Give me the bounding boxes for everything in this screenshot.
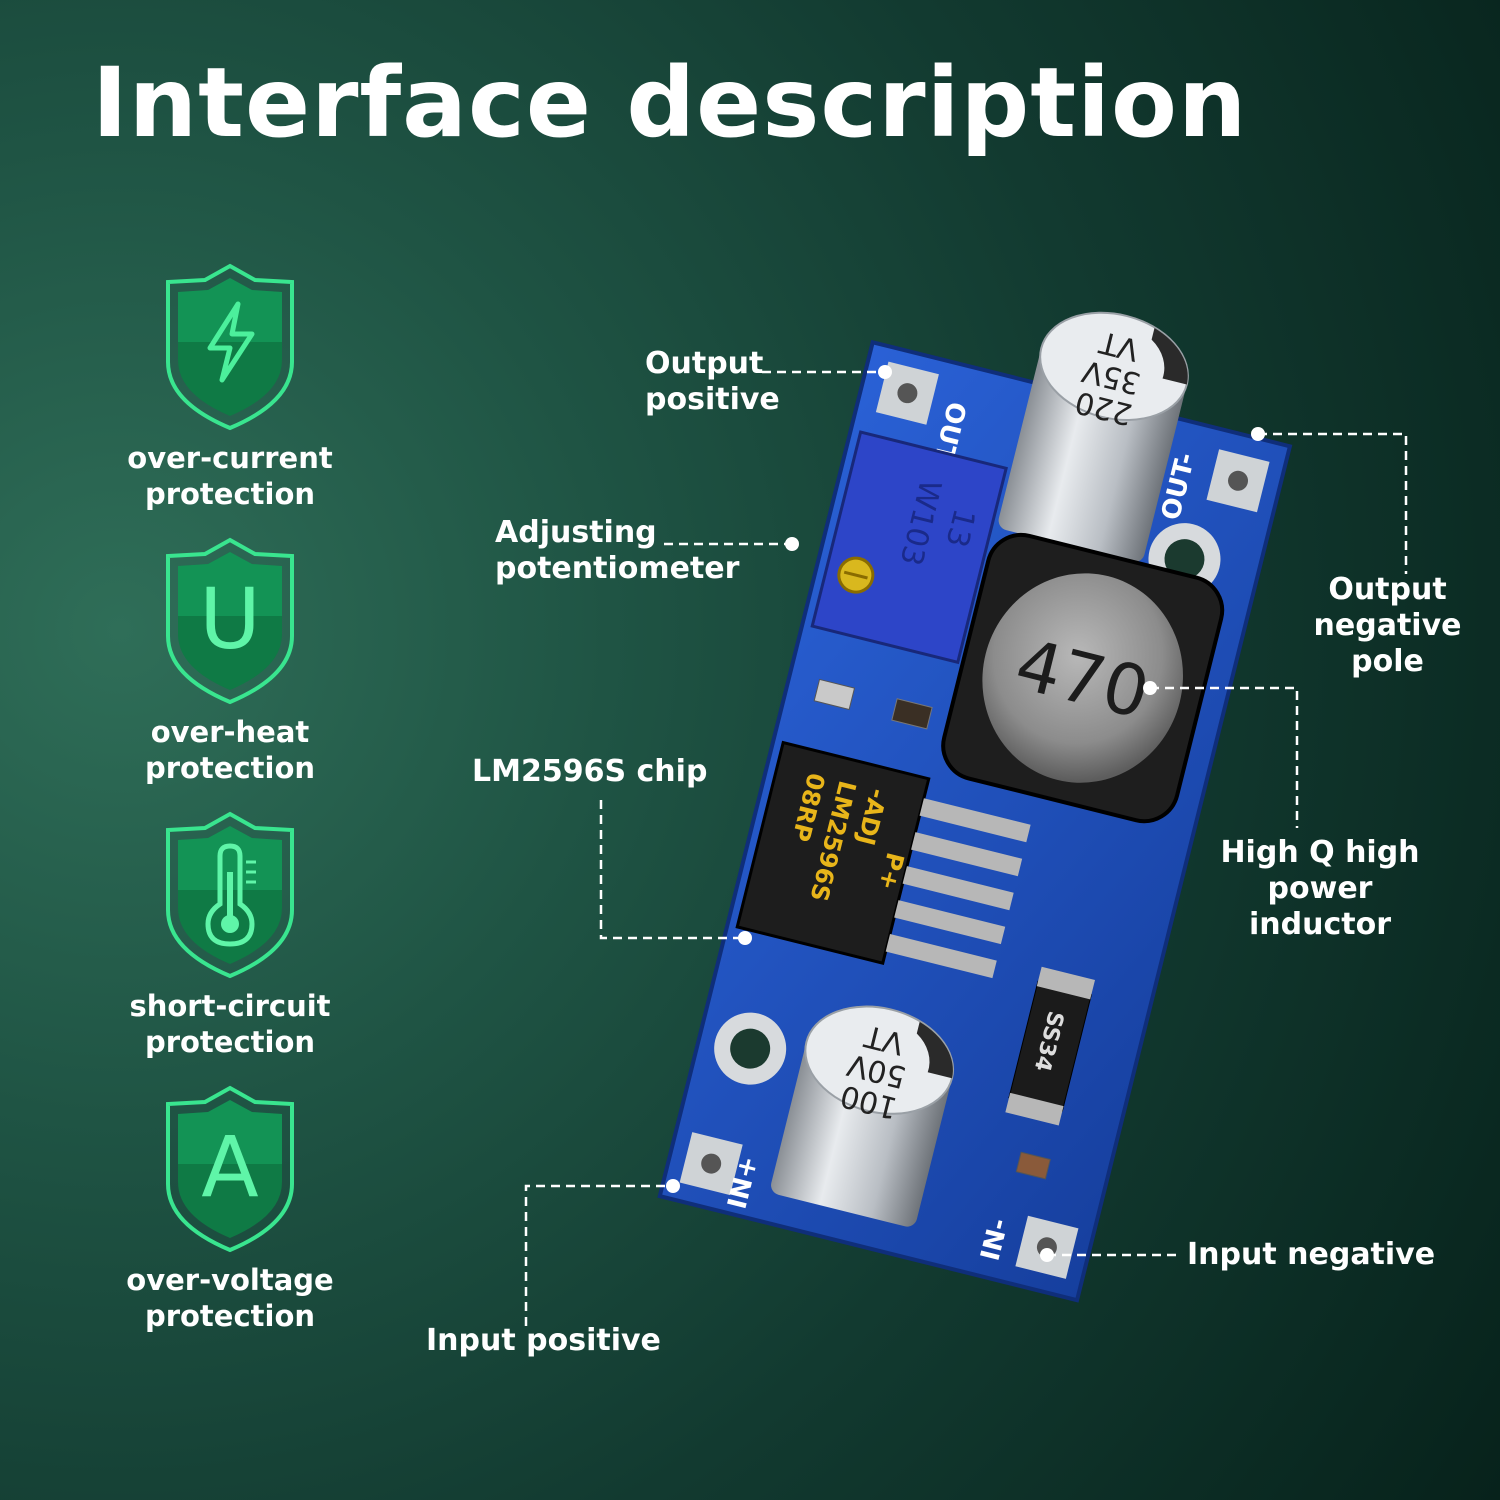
callout-lm2596s-chip: LM2596S chip — [472, 754, 708, 789]
callout-high-q-inductor: High Q high power inductor — [1220, 835, 1420, 942]
callout-output-positive: Output positive — [645, 346, 780, 417]
feature-over-current: over-current protection — [100, 262, 360, 513]
callout-input-negative: Input negative — [1187, 1237, 1436, 1272]
feature-label: over-voltage protection — [126, 1263, 334, 1334]
letter-u-icon: U — [166, 537, 294, 705]
callout-input-positive: Input positive — [426, 1323, 661, 1358]
shield-glyph: U — [199, 570, 260, 668]
letter-a-icon: A — [166, 1085, 294, 1253]
lightning-bolt-icon — [166, 263, 294, 431]
thermometer-icon — [166, 811, 294, 979]
callout-output-negative-pole: Output negative pole — [1313, 572, 1462, 679]
feature-short-circuit: short-circuit protection — [100, 810, 360, 1061]
feature-label: over-heat protection — [144, 715, 316, 786]
callout-adjusting-potentiometer: Adjusting potentiometer — [495, 515, 740, 586]
feature-label: short-circuit protection — [129, 989, 331, 1060]
feature-over-heat: U over-heat protection — [100, 536, 360, 787]
feature-label: over-current protection — [127, 441, 333, 512]
potentiometer — [810, 430, 1008, 665]
page-title: Interface description — [92, 47, 1248, 159]
feature-over-voltage: A over-voltage protection — [100, 1084, 360, 1335]
shield-glyph: A — [201, 1118, 258, 1216]
chip-leads — [885, 798, 1031, 979]
